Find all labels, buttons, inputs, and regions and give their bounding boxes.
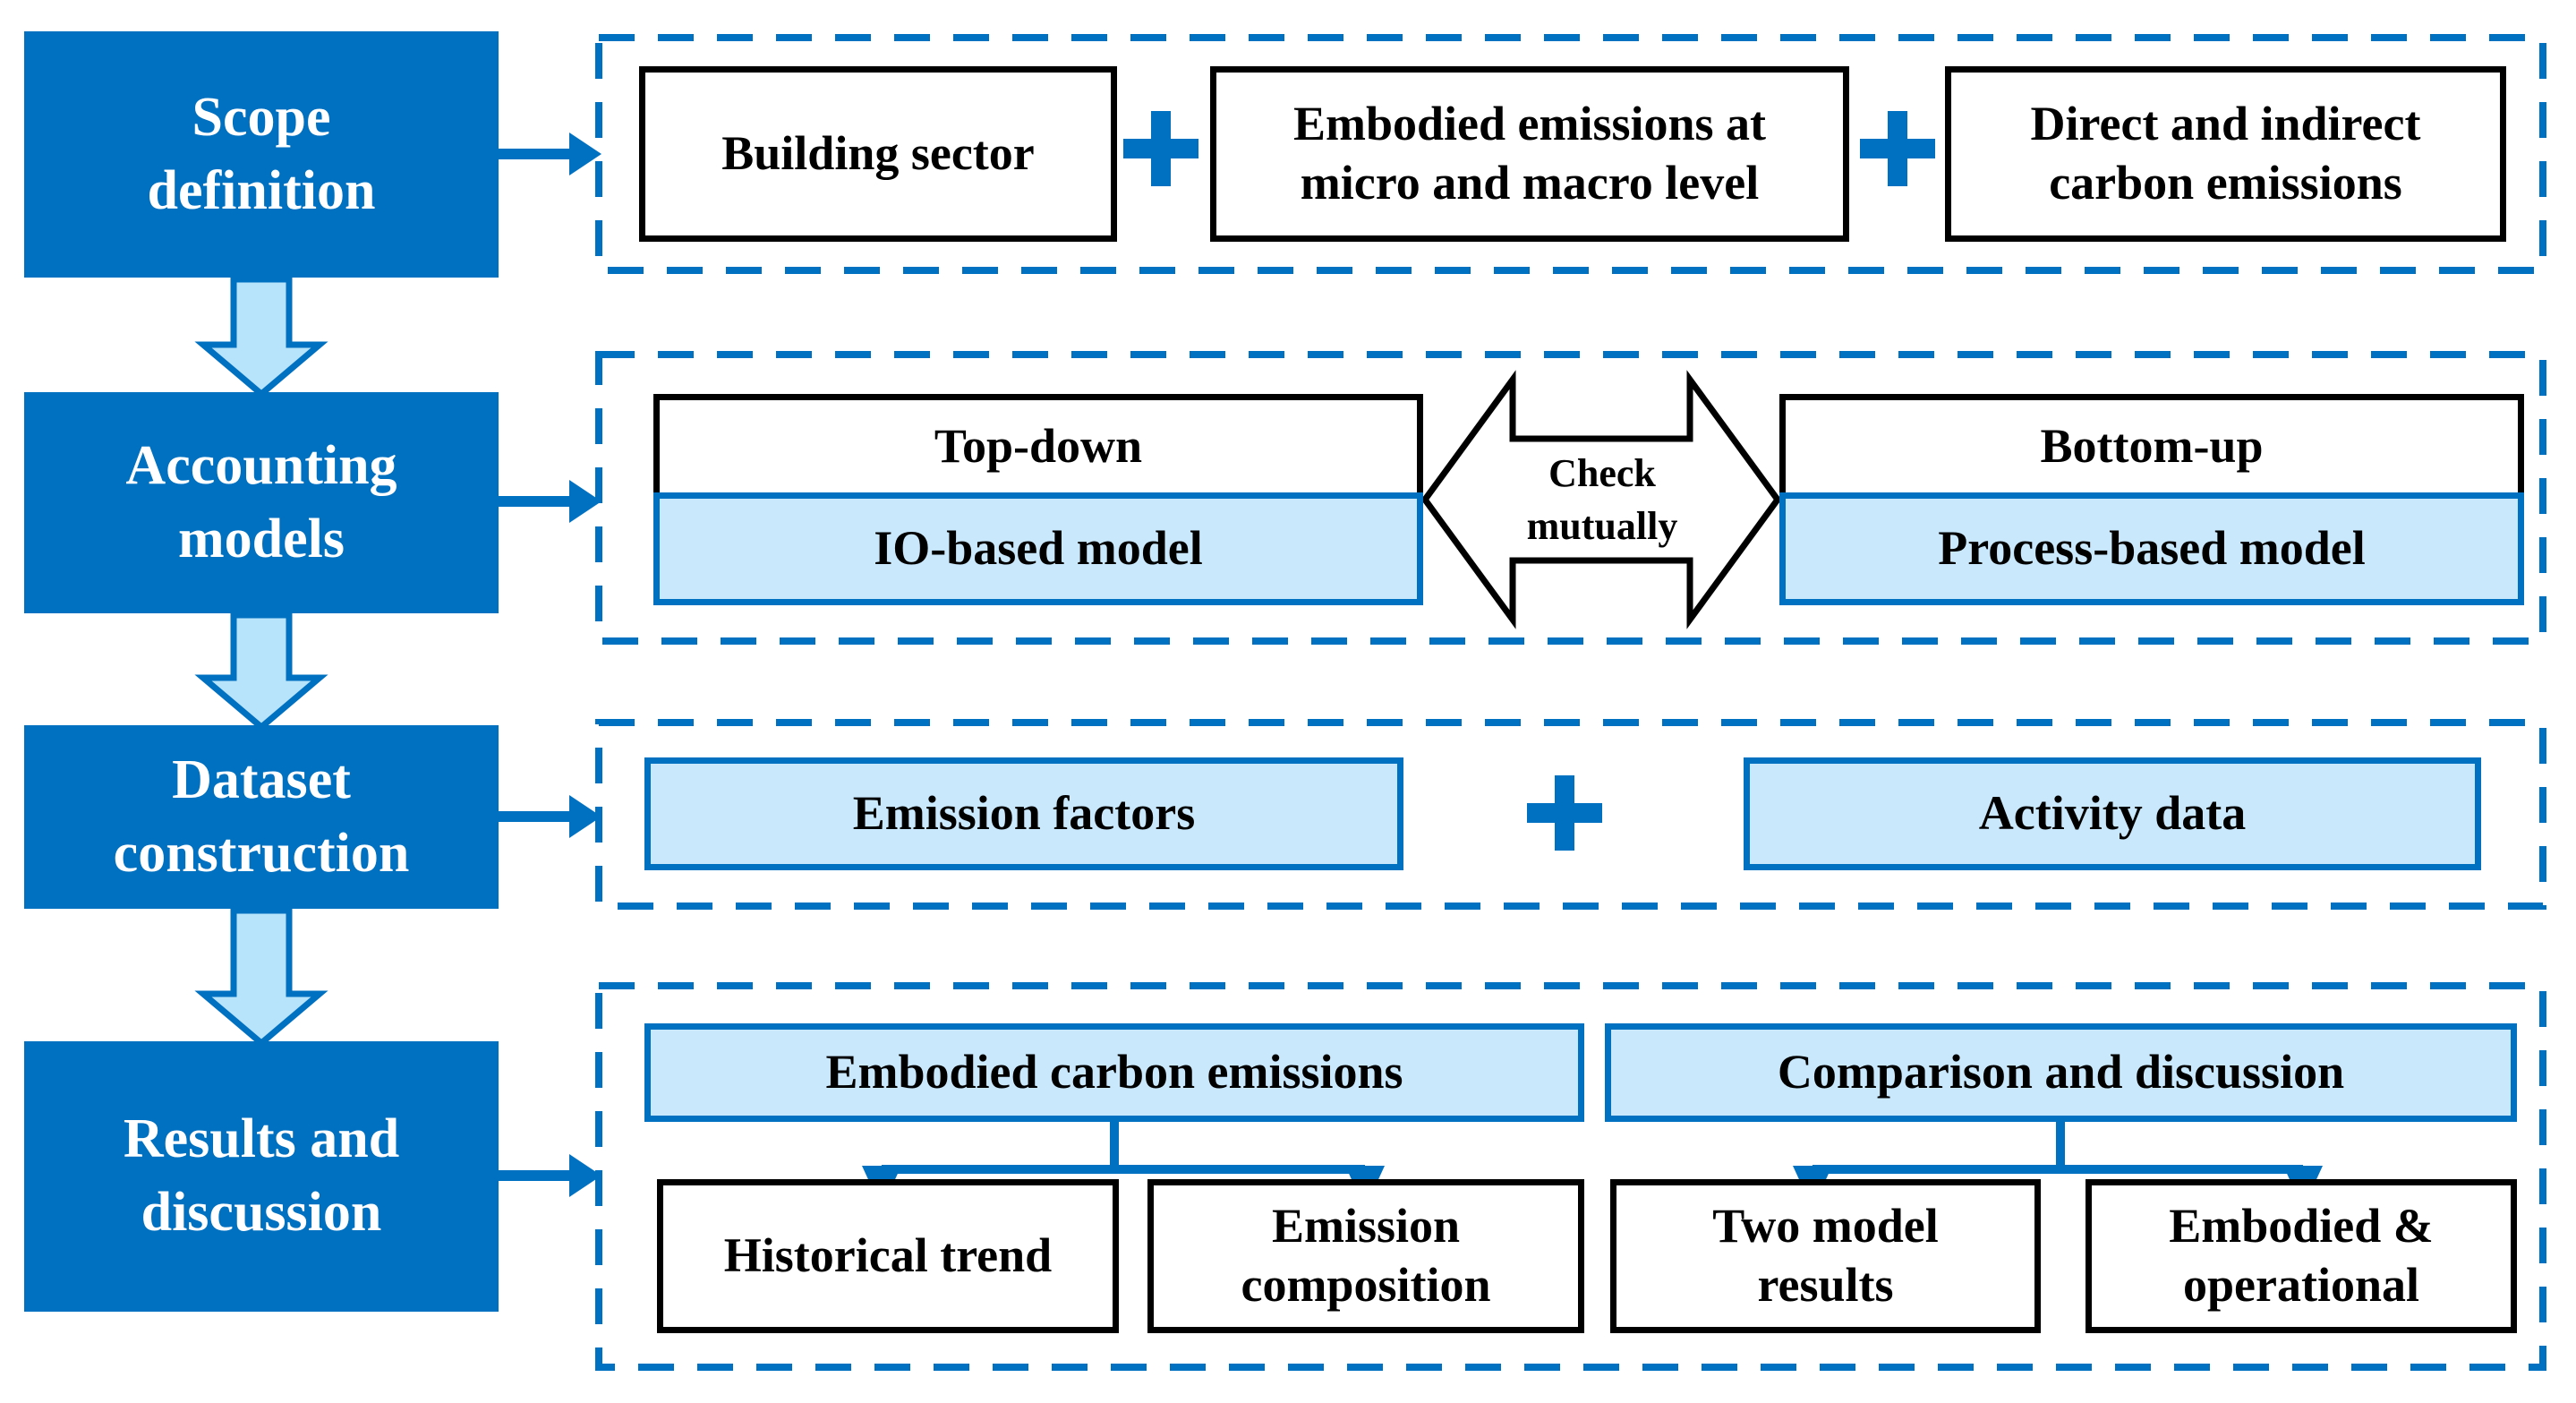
down-arrow-icon xyxy=(194,907,328,1048)
box-emission-factors: Emission factors xyxy=(644,757,1403,870)
down-arrow-icon xyxy=(194,276,328,398)
stage-label: Dataset construction xyxy=(113,749,410,884)
box-emission-composition: Emission composition xyxy=(1147,1179,1584,1333)
check-mutually-text: Check mutually xyxy=(1526,450,1678,548)
box-label: Embodied emissions at micro and macro le… xyxy=(1292,97,1767,210)
box-activity-data: Activity data xyxy=(1744,757,2481,870)
stage-dataset-construction: Dataset construction xyxy=(24,725,499,909)
box-bottom-up: Bottom-up xyxy=(1779,394,2524,492)
plus-icon xyxy=(1527,775,1602,851)
stage-scope-definition: Scope definition xyxy=(24,31,499,278)
box-process-based-model: Process-based model xyxy=(1779,492,2524,605)
box-historical-trend: Historical trend xyxy=(657,1179,1119,1333)
box-label: Direct and indirect carbon emissions xyxy=(2030,97,2421,210)
box-label: Top-down xyxy=(934,418,1143,473)
box-embodied-emissions-level: Embodied emissions at micro and macro le… xyxy=(1210,66,1849,242)
flow-arrow-icon xyxy=(499,480,601,523)
down-arrow-icon xyxy=(194,612,328,731)
stage-label: Accounting models xyxy=(125,434,397,569)
flow-arrow-icon xyxy=(499,795,601,838)
box-two-model-results: Two model results xyxy=(1610,1179,2041,1333)
plus-icon xyxy=(1860,111,1935,186)
box-label: Bottom-up xyxy=(2040,418,2264,473)
box-embodied-operational: Embodied & operational xyxy=(2086,1179,2517,1333)
check-mutually-label: Check mutually xyxy=(1468,428,1736,571)
box-label: Comparison and discussion xyxy=(1777,1045,2345,1099)
box-label: Emission composition xyxy=(1241,1199,1491,1312)
flow-arrow-icon xyxy=(499,133,601,175)
box-direct-indirect-emissions: Direct and indirect carbon emissions xyxy=(1945,66,2506,242)
box-io-based-model: IO-based model xyxy=(653,492,1423,605)
stage-results-discussion: Results and discussion xyxy=(24,1041,499,1312)
plus-icon xyxy=(1123,111,1198,186)
box-label: Emission factors xyxy=(852,786,1196,841)
box-top-down: Top-down xyxy=(653,394,1423,492)
box-label: Process-based model xyxy=(1938,521,2366,576)
stage-label: Results and discussion xyxy=(123,1108,400,1243)
box-building-sector: Building sector xyxy=(639,66,1117,242)
box-label: Embodied & operational xyxy=(2169,1199,2434,1312)
flow-arrow-icon xyxy=(499,1154,601,1197)
box-label: Historical trend xyxy=(723,1228,1053,1283)
box-label: Two model results xyxy=(1712,1199,1939,1312)
stage-accounting-models: Accounting models xyxy=(24,392,499,613)
box-label: Embodied carbon emissions xyxy=(825,1045,1403,1099)
header-embodied-carbon-emissions: Embodied carbon emissions xyxy=(644,1023,1584,1122)
stage-label: Scope definition xyxy=(147,86,376,221)
box-label: Building sector xyxy=(721,126,1035,181)
box-label: IO-based model xyxy=(874,521,1203,576)
header-comparison-discussion: Comparison and discussion xyxy=(1605,1023,2517,1122)
box-label: Activity data xyxy=(1978,786,2247,841)
